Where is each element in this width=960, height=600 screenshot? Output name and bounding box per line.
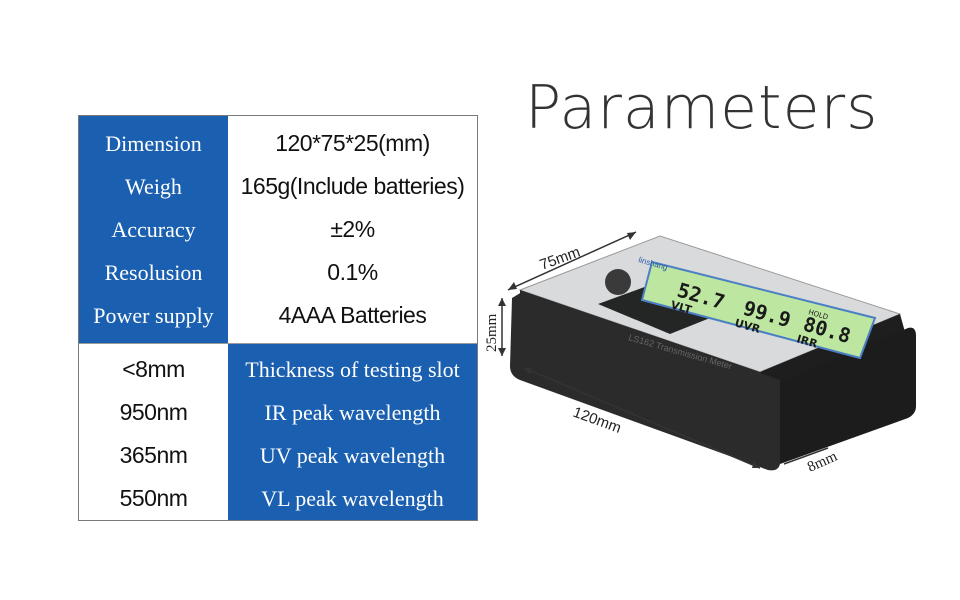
wl-label-vl: VL peak wavelength [261,485,444,511]
wl-value-vl: 550nm [119,485,188,511]
spec-label-resolution: Resolusion [104,259,203,285]
spec-values-column: 120*75*25(mm) 165g(Include batteries) ±2… [228,116,477,343]
spec-label-accuracy: Accuracy [111,216,196,242]
wl-value-slot: <8mm [122,356,185,382]
lcd-irr-label: IRR [795,332,819,350]
wavelength-values-column: <8mm 950nm 365nm 550nm [79,344,228,520]
spec-label-weigh: Weigh [125,173,182,199]
wl-label-ir: IR peak wavelength [264,399,441,425]
wl-label-slot: Thickness of testing slot [245,356,460,382]
wl-label-uv: UV peak wavelength [259,442,446,468]
lcd-screen: 52.7 99.9 80.8 VLT UVR IRR HOLD [640,260,877,360]
dimension-25mm: 25mm [484,298,506,356]
spec-value-power-supply: 4AAA Batteries [278,302,427,328]
spec-label-dimension: Dimension [105,130,202,156]
spec-value-weigh: 165g(Include batteries) [240,173,465,199]
wl-value-uv: 365nm [119,442,188,468]
transmission-meter-illustration: 75mm 25mm 52.7 99.9 80.8 VLT UVR IRR HOL… [484,231,916,476]
wl-value-ir: 950nm [119,399,188,425]
dim-height-label: 25mm [484,313,500,352]
lcd-vlt-label: VLT [669,298,693,316]
spec-value-dimension: 120*75*25(mm) [275,130,430,156]
spec-labels-column: Dimension Weigh Accuracy Resolusion Powe… [79,116,228,343]
wavelength-section: <8mm 950nm 365nm 550nm Thickness of test… [79,344,477,520]
sensor-icon [605,269,631,295]
page-title: Parameters [525,73,879,143]
parameters-table: Dimension Weigh Accuracy Resolusion Powe… [78,115,478,521]
spec-value-accuracy: ±2% [330,216,375,242]
specs-section: Dimension Weigh Accuracy Resolusion Powe… [79,116,477,343]
spec-value-resolution: 0.1% [327,259,378,285]
spec-label-power-supply: Power supply [93,302,214,328]
table-divider [79,343,477,344]
wavelength-labels-column: Thickness of testing slot IR peak wavele… [228,344,477,520]
